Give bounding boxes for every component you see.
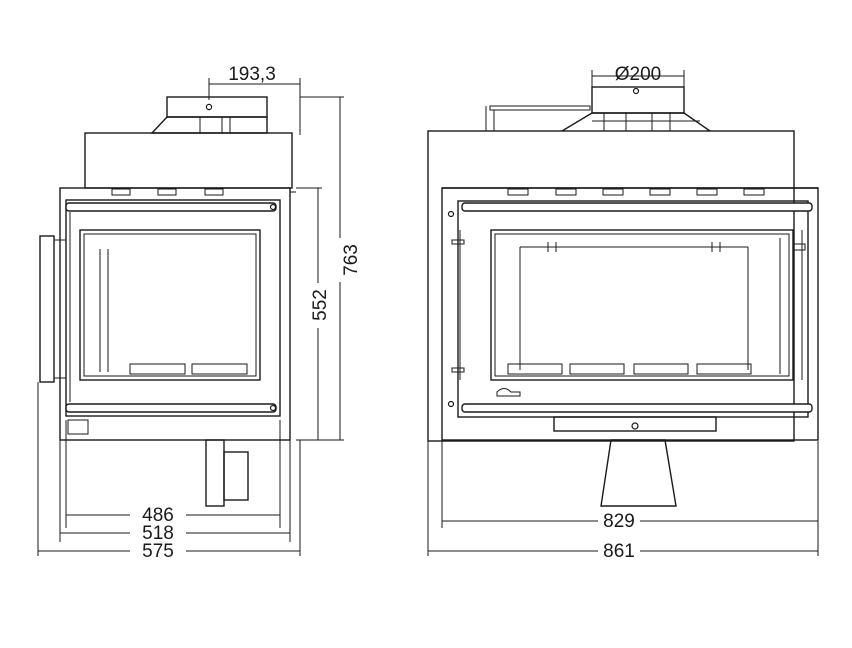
side-dimension-labels: 193,3 763 552 486 518 575 <box>142 64 362 562</box>
front-hook-left <box>546 242 558 252</box>
front-left-hinge <box>451 230 465 380</box>
dim-label-front-frame-width: 829 <box>603 511 635 532</box>
front-dimension-labels: Ø200 829 861 <box>603 64 661 562</box>
front-ash-pan <box>553 416 717 432</box>
front-dimension-lines <box>427 70 819 556</box>
side-top-hood <box>84 132 293 189</box>
dim-label-inner-width: 486 <box>142 505 174 526</box>
dim-label-top-offset: 193,3 <box>228 64 276 85</box>
side-main-frame <box>59 187 291 441</box>
side-dimension-lines <box>37 78 344 556</box>
front-main-frame <box>441 187 819 441</box>
front-hook-right <box>710 242 722 252</box>
dim-label-total-height: 763 <box>341 244 362 276</box>
front-grate <box>507 363 752 375</box>
dim-label-frame-height: 552 <box>310 289 331 321</box>
front-top-bracket <box>485 105 591 131</box>
front-bottom-bar <box>461 403 813 413</box>
dim-label-flue-diameter: Ø200 <box>615 64 661 85</box>
side-air-intake <box>205 439 249 507</box>
front-glass-window <box>490 229 794 381</box>
front-door-frame <box>457 200 809 418</box>
side-door-frame <box>65 199 281 417</box>
side-glass-window <box>79 229 261 381</box>
dim-label-frame-width: 518 <box>142 523 174 544</box>
front-outer-box <box>427 130 795 442</box>
side-bottom-bar <box>65 403 277 413</box>
front-flue-collar <box>561 86 711 132</box>
side-hood-vents <box>111 188 224 196</box>
side-door-handle <box>39 235 55 383</box>
side-grate-left <box>129 363 186 375</box>
dim-label-total-width: 575 <box>142 541 174 562</box>
front-view <box>427 86 819 507</box>
dim-label-front-total-width: 861 <box>603 541 635 562</box>
front-air-intake <box>600 439 677 507</box>
side-top-bar <box>65 202 277 212</box>
side-view <box>39 96 296 507</box>
front-top-bar <box>461 202 813 212</box>
front-hood-vents <box>507 188 765 196</box>
side-flue-collar <box>150 96 268 134</box>
front-logo-badge <box>496 388 521 397</box>
side-grate-right <box>191 363 248 375</box>
front-right-panel <box>779 230 806 380</box>
